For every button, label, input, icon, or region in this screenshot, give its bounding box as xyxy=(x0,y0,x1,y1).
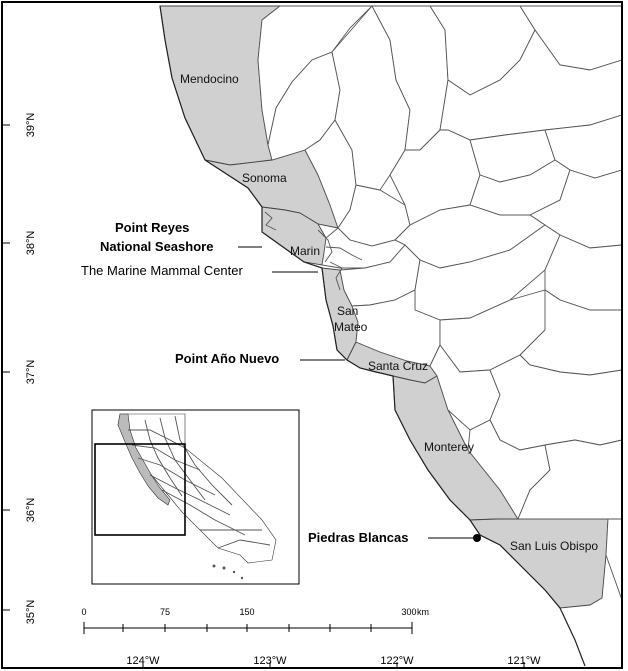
inset-highlight-coast xyxy=(117,413,171,506)
lat-label-38: 38°N xyxy=(25,231,37,256)
scale-label-150: 150 xyxy=(239,607,254,617)
lon-label-122: 122°W xyxy=(380,655,414,667)
site-point-reyes-2: National Seashore xyxy=(100,239,213,254)
lat-label-36: 36°N xyxy=(25,498,37,523)
longitude-axis: 124°W 123°W 122°W 121°W xyxy=(126,655,541,668)
label-san-mateo-1: San xyxy=(337,304,358,318)
county-contra-costa xyxy=(321,227,406,269)
lat-label-39: 39°N xyxy=(25,113,37,138)
label-monterey: Monterey xyxy=(424,440,474,454)
scale-label-75: 75 xyxy=(160,607,170,617)
site-marine-mammal-center: The Marine Mammal Center xyxy=(81,263,243,278)
interior-counties xyxy=(257,5,623,601)
county-kern-edge xyxy=(605,518,623,601)
study-sites: Point Reyes National Seashore The Marine… xyxy=(81,220,481,545)
lat-label-37: 37°N xyxy=(25,360,37,385)
inset-extent-box xyxy=(94,443,186,536)
label-santa-cruz: Santa Cruz xyxy=(368,359,428,373)
scale-label-300: 300 xyxy=(401,607,416,617)
lon-label-121: 121°W xyxy=(507,655,541,667)
scale-label-0: 0 xyxy=(81,607,86,617)
lon-label-124: 124°W xyxy=(126,655,160,667)
scale-bar: 0 75 150 300 km xyxy=(81,607,429,634)
county-labels: Mendocino Sonoma Marin San Mateo Santa C… xyxy=(180,72,598,553)
highlighted-counties xyxy=(159,5,609,609)
label-san-mateo-2: Mateo xyxy=(334,320,368,334)
label-san-luis-obispo: San Luis Obispo xyxy=(510,539,598,553)
site-piedras-blancas: Piedras Blancas xyxy=(308,530,408,545)
lon-label-123: 123°W xyxy=(253,655,287,667)
latitude-axis: 39°N 38°N 37°N 36°N 35°N xyxy=(2,113,37,625)
site-point-ano-nuevo: Point Año Nuevo xyxy=(175,351,279,366)
inset-california xyxy=(91,409,300,585)
label-sonoma: Sonoma xyxy=(242,171,287,185)
bay-details xyxy=(159,5,586,667)
county-san-luis-obispo xyxy=(469,518,609,609)
label-marin: Marin xyxy=(290,244,320,258)
label-mendocino: Mendocino xyxy=(180,72,239,86)
scale-unit: km xyxy=(417,607,429,617)
site-point-reyes-1: Point Reyes xyxy=(115,220,189,235)
piedras-blancas-marker xyxy=(473,534,481,542)
lat-label-35: 35°N xyxy=(25,600,37,625)
